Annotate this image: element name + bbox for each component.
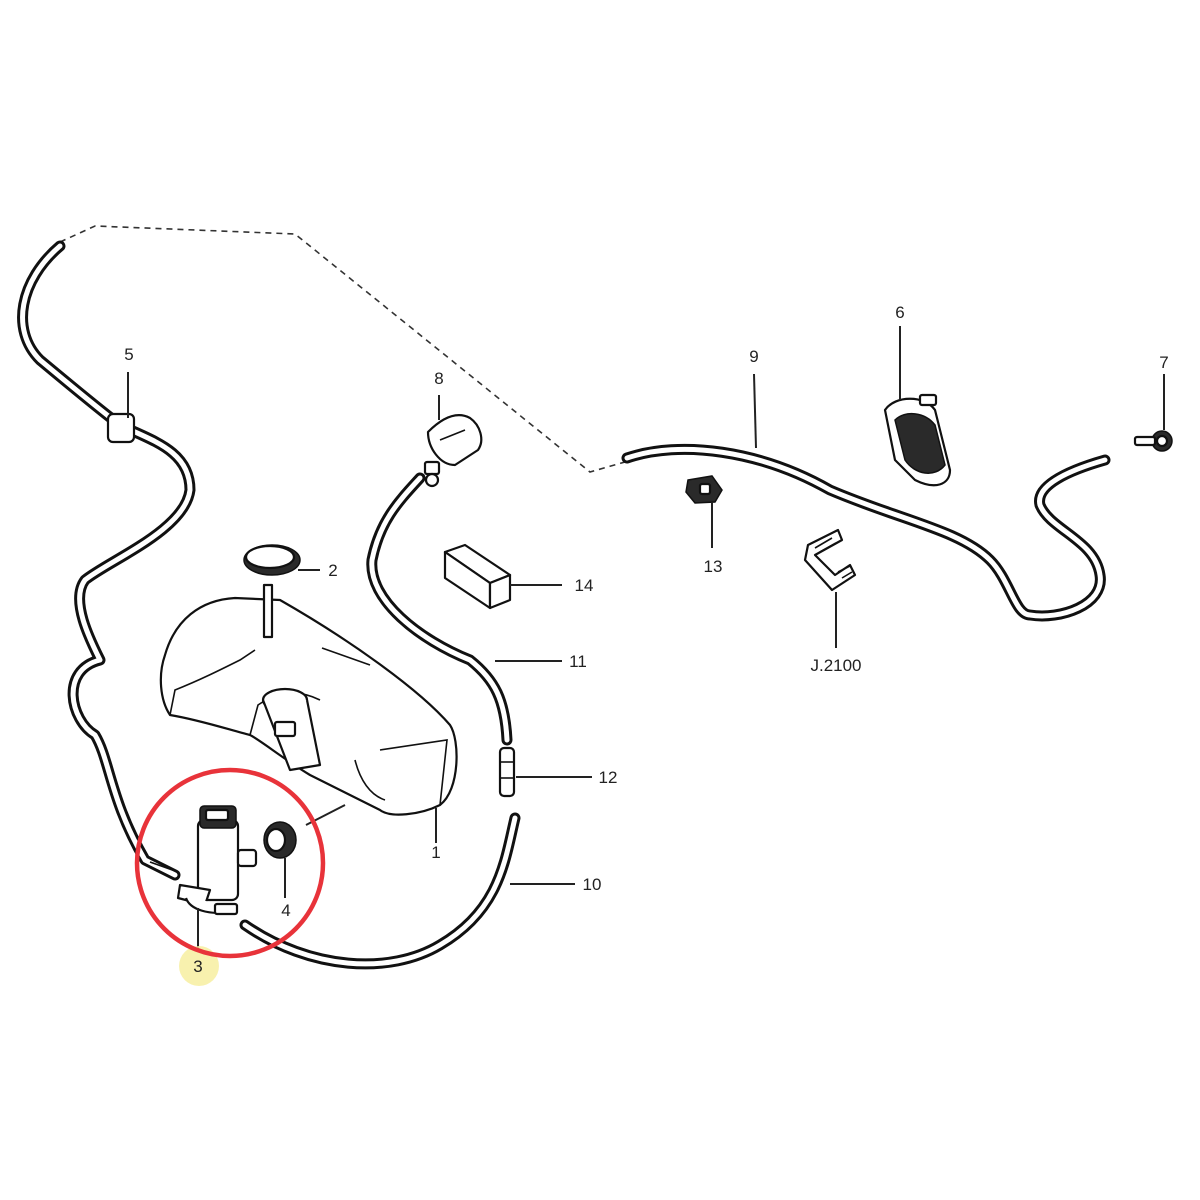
hose-10 — [239, 812, 521, 970]
leader-lines — [127, 326, 1165, 950]
callout-j2100: J.2100 — [810, 656, 861, 675]
filler-cap — [243, 544, 301, 639]
callout-2: 2 — [328, 561, 337, 580]
callout-1: 1 — [431, 843, 440, 862]
pump-grommet — [263, 804, 346, 859]
callout-3-highlight — [179, 946, 219, 986]
routing-dashed-line — [59, 225, 626, 473]
callout-12: 12 — [599, 768, 618, 787]
highlight-ring — [134, 767, 326, 959]
mounting-screw — [1133, 430, 1173, 452]
hose-5 — [17, 240, 196, 881]
callout-5: 5 — [124, 345, 133, 364]
washer-pump — [149, 805, 258, 916]
check-valve — [883, 393, 952, 487]
hose-9 — [621, 443, 1111, 622]
callout-11: 11 — [569, 652, 587, 671]
callout-3: 3 — [193, 957, 202, 976]
callout-4: 4 — [281, 901, 290, 920]
callout-14: 14 — [575, 576, 594, 595]
callout-9: 9 — [749, 347, 758, 366]
hose-grommet — [106, 412, 136, 444]
hose-11 — [366, 472, 513, 746]
j2100-clip — [803, 528, 857, 592]
callout-8: 8 — [434, 369, 443, 388]
callout-10: 10 — [583, 875, 602, 894]
callout-6: 6 — [895, 303, 904, 322]
hose-connector — [498, 746, 516, 798]
callout-13: 13 — [704, 557, 723, 576]
washer-reservoir — [159, 596, 458, 816]
foam-pad — [443, 543, 512, 610]
callout-7: 7 — [1159, 353, 1168, 372]
hose-clip — [685, 475, 723, 504]
washer-jet — [423, 414, 483, 488]
